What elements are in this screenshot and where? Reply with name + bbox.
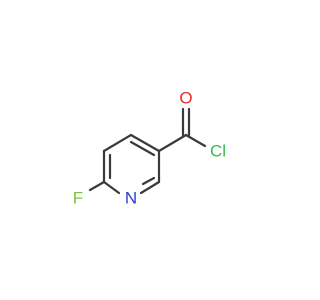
- bond-c4-c5: [139, 180, 161, 195]
- bond-c3-carbonyl: [157, 133, 188, 153]
- bond-c2-c3-aromatic-inner: [129, 140, 156, 157]
- bond-carbonyl-cl: [184, 133, 207, 148]
- atom-chlorine-label: Cl: [210, 142, 226, 161]
- atom-fluorine-label: F: [73, 189, 83, 208]
- bond-c6-f: [88, 180, 106, 192]
- bond-n-c6: [102, 180, 121, 195]
- bond-c2-c3: [129, 133, 161, 153]
- bond-c1-c2: [102, 133, 133, 153]
- molecule-diagram: O Cl N F: [73, 89, 226, 208]
- atom-oxygen-label: O: [179, 89, 192, 108]
- bond-c4-c5-aromatic-inner: [141, 176, 156, 186]
- atom-nitrogen-label: N: [125, 189, 137, 208]
